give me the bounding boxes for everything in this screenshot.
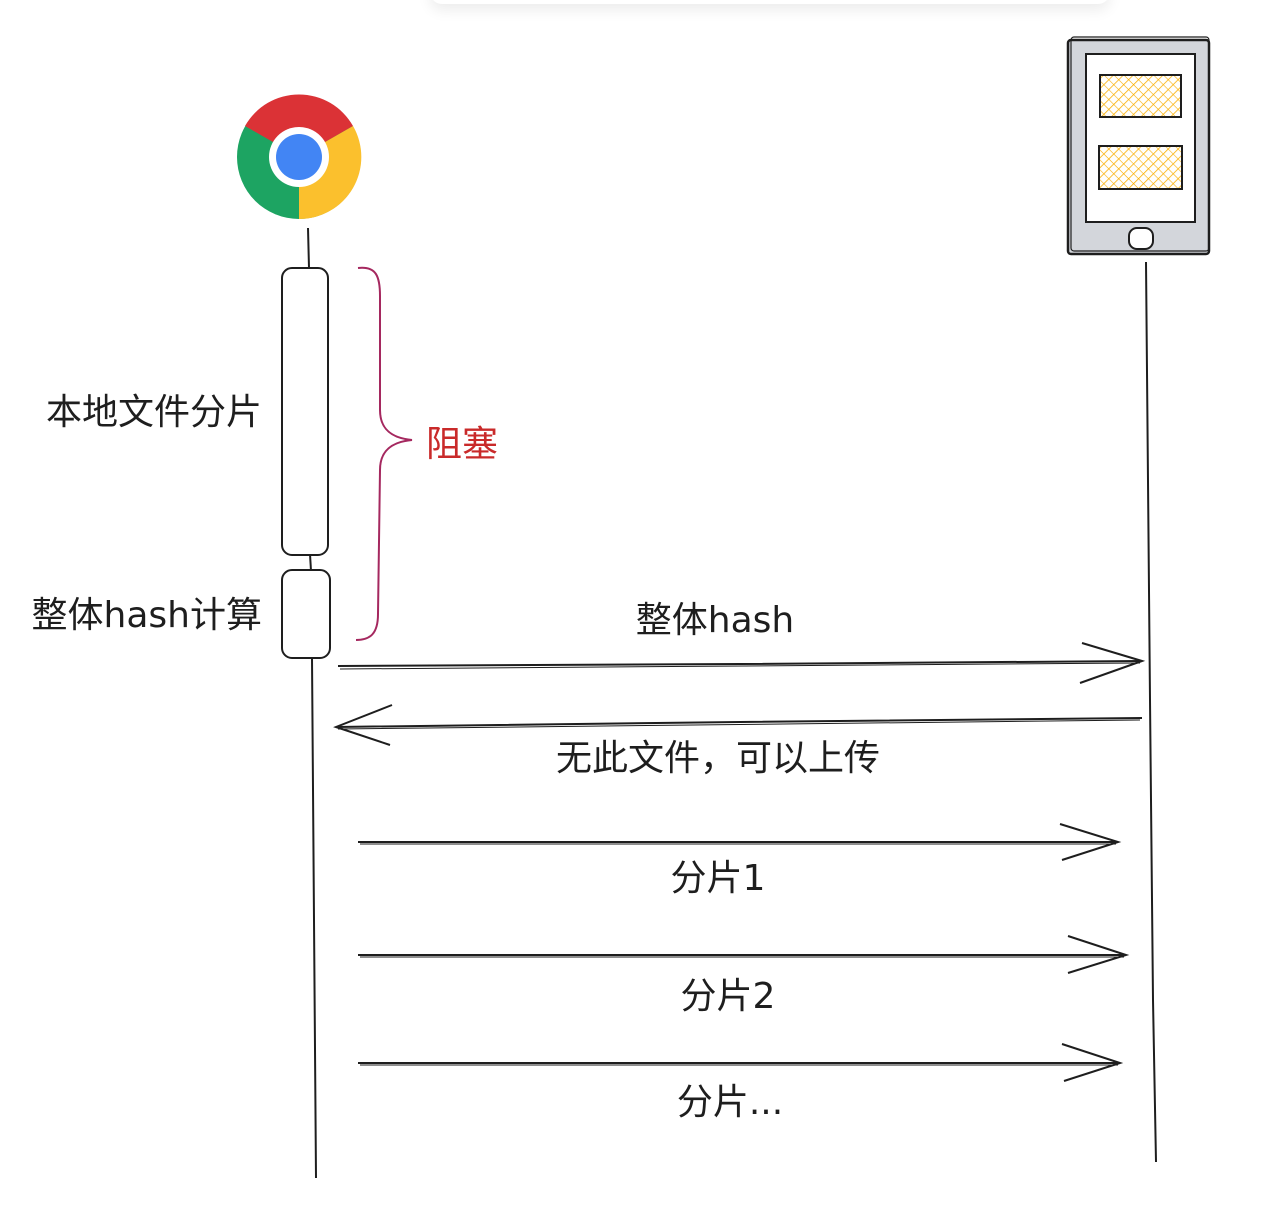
step-local-chunking-label: 本地文件分片 xyxy=(46,392,262,433)
message-arrow-chunk-more xyxy=(358,1043,1124,1082)
message-label-whole-hash: 整体hash xyxy=(636,600,794,641)
top-shadow xyxy=(430,0,1110,4)
server-lifeline xyxy=(1145,261,1157,1163)
blocking-brace xyxy=(355,266,413,641)
activation-whole-hash xyxy=(281,569,331,659)
activation-local-chunking xyxy=(281,267,329,556)
message-label-upload-allowed: 无此文件，可以上传 xyxy=(556,738,880,779)
message-arrow-whole-hash xyxy=(337,642,1146,684)
client-lifeline xyxy=(307,227,317,1179)
message-arrow-upload-allowed xyxy=(333,704,1143,746)
message-label-chunk-2: 分片2 xyxy=(681,976,776,1017)
chrome-icon xyxy=(237,94,362,220)
message-label-chunk-1: 分片1 xyxy=(671,858,766,899)
phone-server-icon xyxy=(1066,36,1211,256)
message-arrow-chunk-1 xyxy=(358,823,1122,861)
message-arrow-chunk-2 xyxy=(358,935,1130,974)
step-whole-hash-label: 整体hash计算 xyxy=(32,595,262,636)
blocking-label: 阻塞 xyxy=(426,424,498,465)
message-label-chunk-more: 分片... xyxy=(677,1082,783,1123)
